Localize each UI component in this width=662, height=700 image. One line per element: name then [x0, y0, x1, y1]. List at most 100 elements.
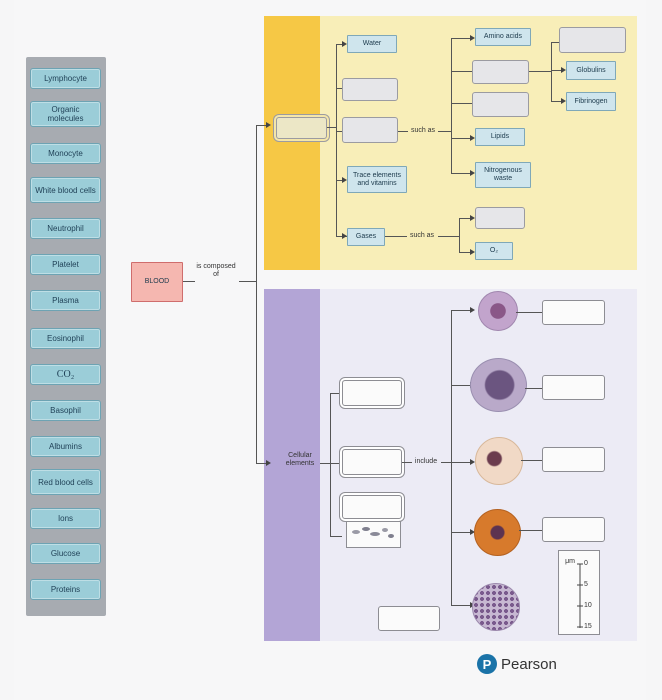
such-as-label: such as: [410, 127, 436, 134]
lipids-label: Lipids: [490, 133, 510, 140]
connector: [239, 281, 256, 282]
arrow: [470, 307, 475, 313]
arrow: [470, 135, 475, 141]
connector: [438, 131, 451, 132]
arrow: [561, 98, 566, 104]
arrow: [342, 41, 347, 47]
label-chip[interactable]: Eosinophil: [30, 328, 101, 349]
label-chip[interactable]: Basophil: [30, 400, 101, 421]
is-composed-of-label: is composed of: [196, 263, 236, 278]
label-chip[interactable]: Glucose: [30, 543, 101, 564]
connector: [385, 236, 407, 237]
arrow: [342, 177, 347, 183]
pearson-logo: P Pearson: [477, 654, 557, 674]
drop-target-neutrophil[interactable]: [542, 447, 605, 472]
connector: [336, 88, 342, 89]
o2-box: O₂: [475, 242, 513, 260]
label-chip[interactable]: Lymphocyte: [30, 68, 101, 89]
connector: [402, 462, 412, 463]
plasma-panel: [264, 16, 637, 270]
connector: [451, 462, 472, 463]
connector: [451, 103, 472, 104]
blood-label: BLOOD: [144, 278, 170, 285]
arrow: [266, 460, 271, 466]
arrow: [470, 170, 475, 176]
connector: [451, 71, 472, 72]
connector: [336, 180, 342, 181]
cellular-strip: [264, 289, 320, 641]
label-chip[interactable]: Neutrophil: [30, 218, 101, 239]
drop-target-monocyte[interactable]: [542, 375, 605, 400]
connector: [516, 312, 542, 313]
drop-target-glucose[interactable]: [472, 60, 529, 84]
connector: [441, 462, 451, 463]
globulins-label: Globulins: [576, 66, 606, 74]
amino-acids-label: Amino acids: [483, 33, 523, 40]
label-chip[interactable]: Platelet: [30, 254, 101, 275]
connector: [398, 131, 408, 132]
label-chip[interactable]: Plasma: [30, 290, 101, 311]
arrow: [470, 35, 475, 41]
trace-elements-box: Trace elements and vitamins: [347, 166, 407, 193]
label-chip[interactable]: Organic molecules: [30, 101, 101, 127]
connector: [256, 125, 257, 464]
arrow: [266, 122, 271, 128]
such-as-label: such as: [409, 232, 435, 239]
pearson-logo-icon: P: [477, 654, 497, 674]
connector: [551, 70, 563, 71]
connector: [551, 42, 559, 43]
connector: [336, 44, 342, 45]
drop-target-lymphocyte[interactable]: [542, 300, 605, 325]
label-chip[interactable]: Proteins: [30, 579, 101, 600]
label-chip[interactable]: Ions: [30, 508, 101, 529]
drop-target-proteins[interactable]: [472, 92, 529, 117]
connector: [330, 393, 342, 394]
amino-acids-box: Amino acids: [475, 28, 531, 46]
label-chip[interactable]: Albumins: [30, 436, 101, 457]
scale-tick-label: 5: [584, 581, 588, 588]
nitrogenous-waste-label: Nitrogenous waste: [484, 167, 522, 182]
connector: [451, 385, 472, 386]
connector: [459, 218, 460, 252]
scale-bar: [558, 550, 600, 635]
drop-target-red-blood-cells[interactable]: [342, 380, 402, 406]
connector: [529, 71, 551, 72]
eosinophil-image: [474, 509, 521, 556]
pearson-logo-text: Pearson: [501, 655, 557, 673]
connector: [336, 131, 342, 132]
connector: [451, 310, 452, 606]
label-chip[interactable]: CO₂: [30, 364, 101, 385]
drop-target-basophil[interactable]: [378, 606, 440, 631]
drop-target-albumins[interactable]: [559, 27, 626, 53]
connector: [451, 532, 472, 533]
label-chip[interactable]: Monocyte: [30, 143, 101, 164]
connector: [330, 536, 342, 537]
drop-target-ions[interactable]: [342, 78, 398, 101]
connector: [330, 463, 342, 464]
connector: [551, 42, 552, 102]
drop-target-eosinophil[interactable]: [542, 517, 605, 542]
connector: [451, 310, 472, 311]
drop-target-white-blood-cells[interactable]: [342, 449, 402, 475]
connector: [327, 127, 336, 128]
lymphocyte-image: [478, 291, 518, 331]
drop-target-platelet[interactable]: [342, 495, 402, 519]
gases-label: Gases: [355, 233, 377, 240]
label-chip[interactable]: Red blood cells: [30, 469, 101, 495]
scale-unit: μm: [565, 558, 575, 565]
drop-target-organic-molecules[interactable]: [342, 117, 398, 143]
connector: [183, 281, 195, 282]
arrow: [470, 529, 475, 535]
arrow: [342, 233, 347, 239]
connector: [551, 101, 563, 102]
connector: [459, 252, 472, 253]
water-label: Water: [362, 40, 382, 47]
drop-target-plasma[interactable]: [276, 117, 327, 139]
include-label: include: [414, 458, 438, 465]
drop-target-co2[interactable]: [475, 207, 525, 229]
plasma-strip: [264, 16, 320, 270]
connector: [525, 388, 542, 389]
connector: [256, 125, 266, 126]
platelet-image: [346, 521, 401, 548]
label-chip[interactable]: White blood cells: [30, 177, 101, 203]
